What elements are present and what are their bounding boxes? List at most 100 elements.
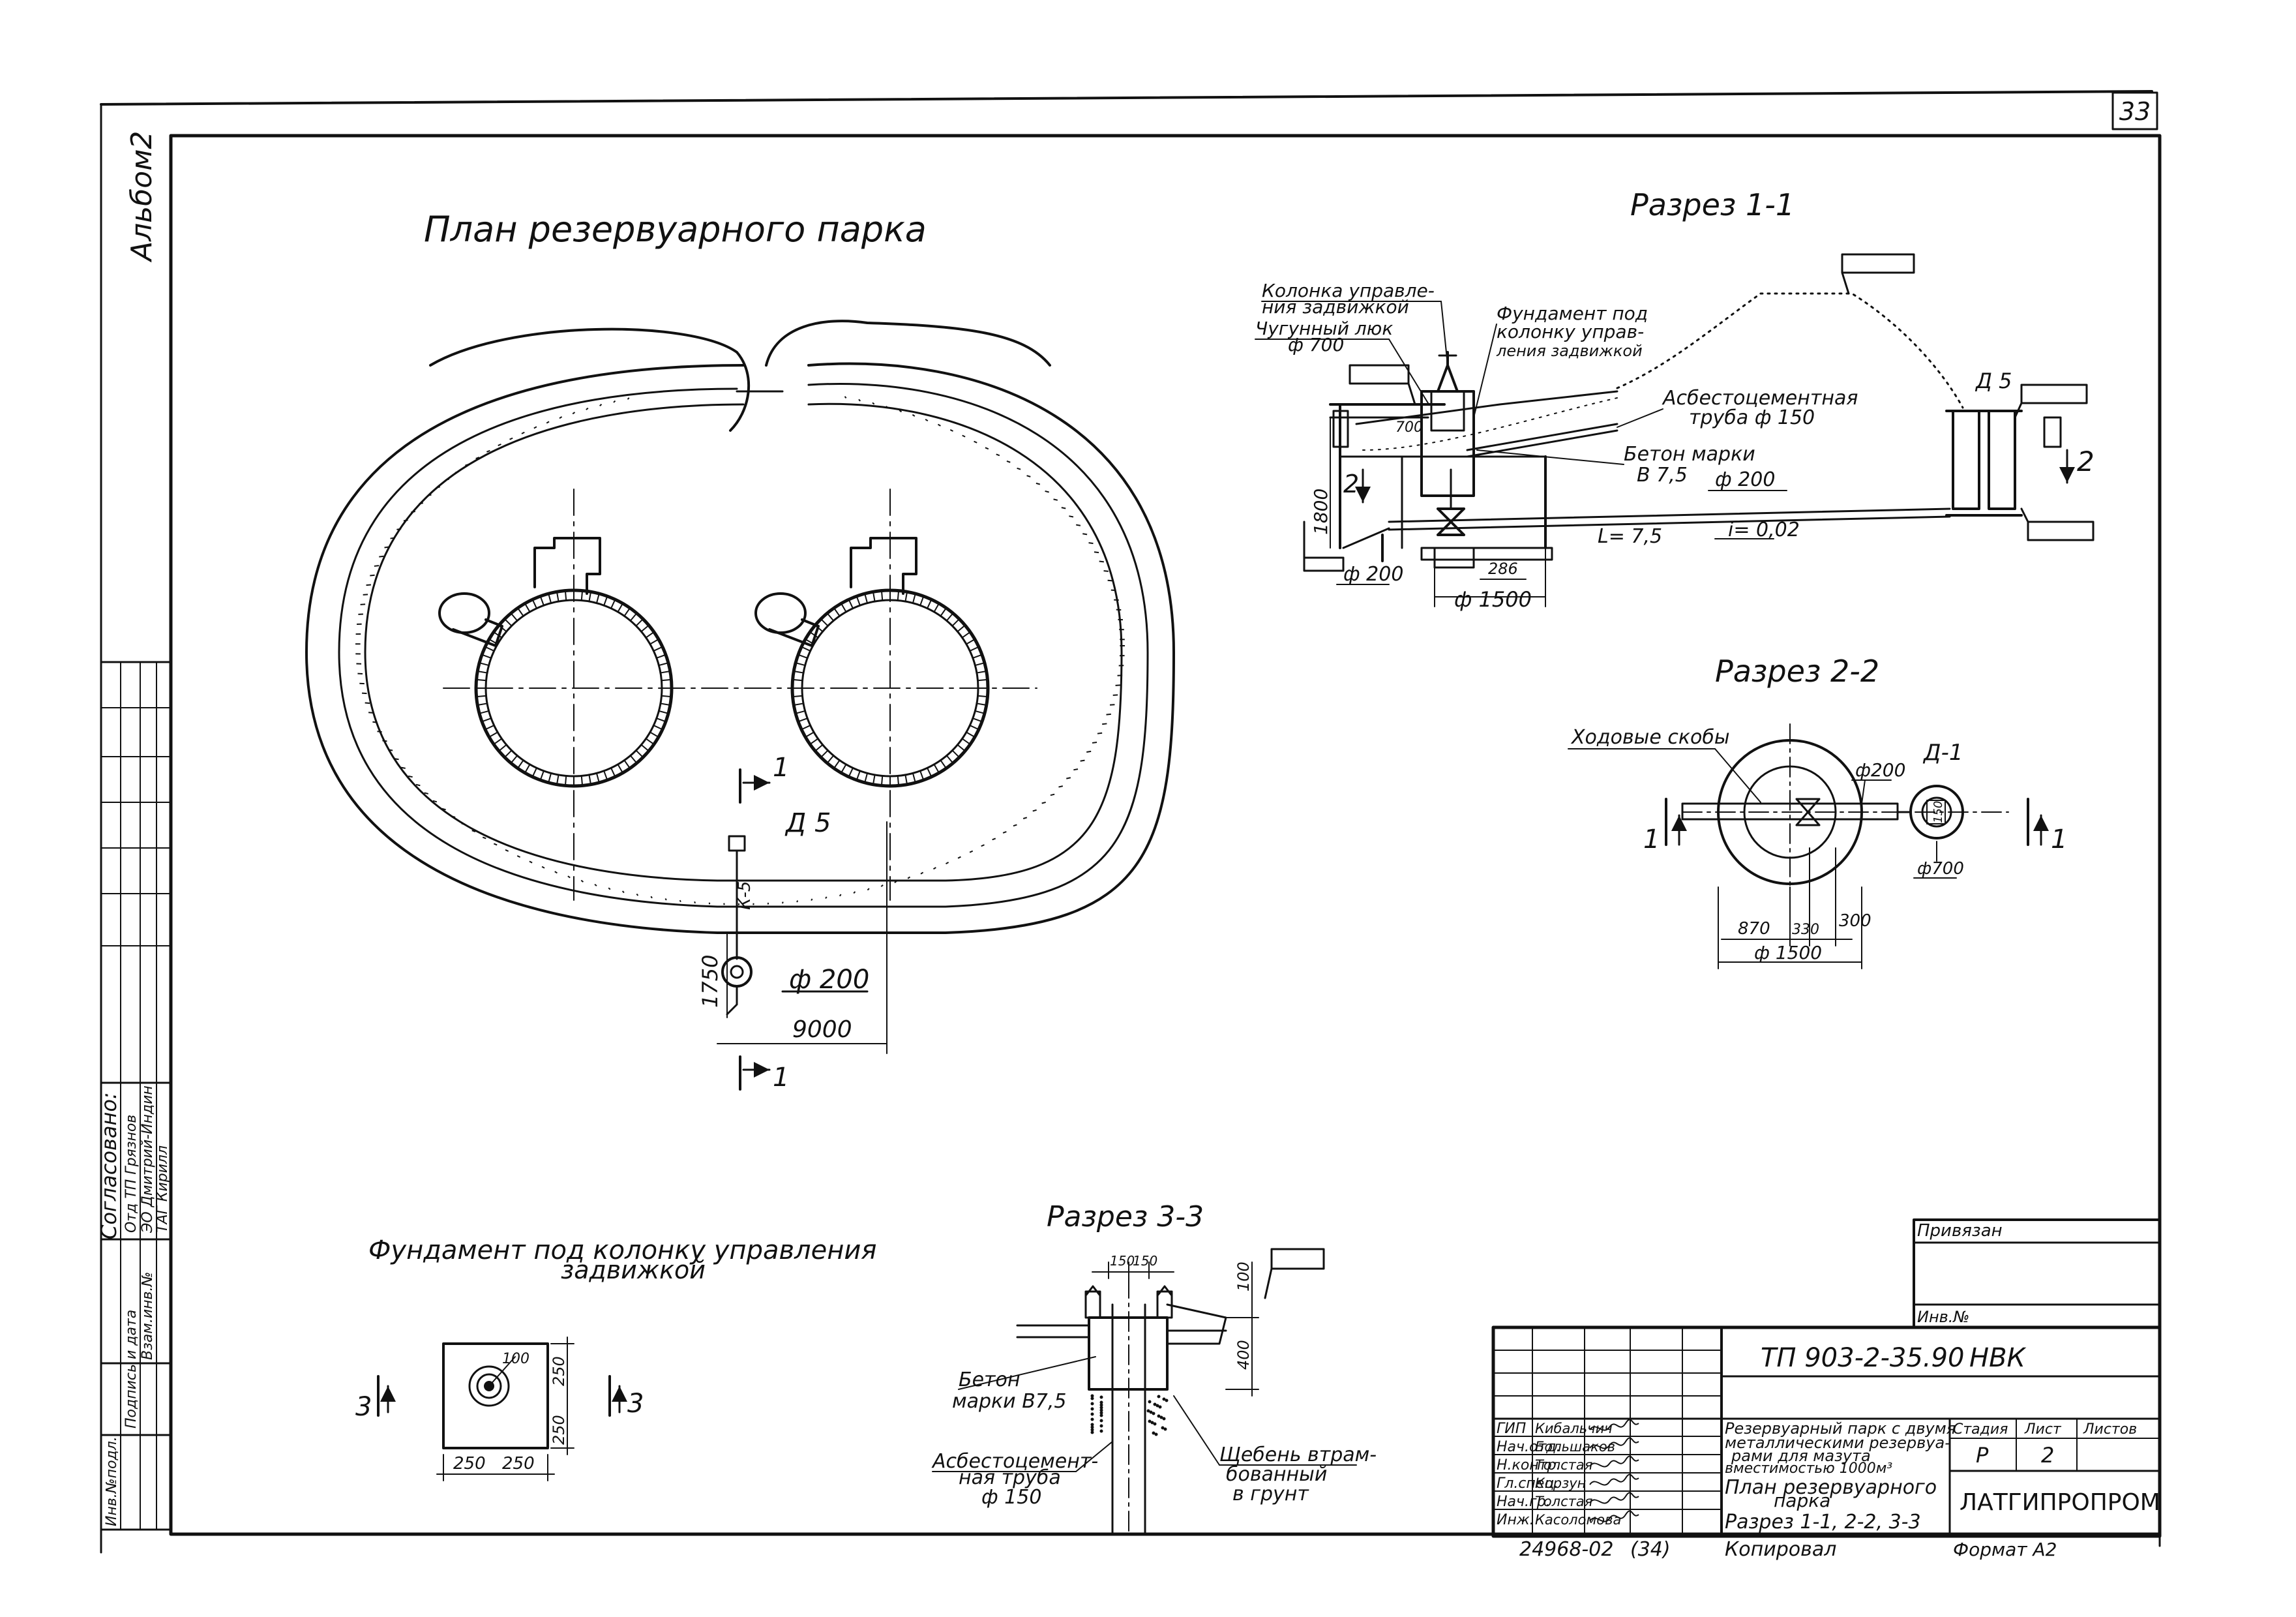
hatch-line xyxy=(610,767,616,778)
hatch-line xyxy=(432,800,438,803)
hatch-line xyxy=(848,767,854,778)
hatch-line xyxy=(599,404,603,406)
hatch-line xyxy=(957,624,966,632)
s11-lbl-found: Фундамент под xyxy=(1497,303,1648,324)
hatch-line xyxy=(556,774,559,785)
gravel-dot xyxy=(1099,1413,1103,1417)
hatch-line xyxy=(937,423,941,427)
s11-lbl-d200a: ф 200 xyxy=(1715,468,1775,491)
hatch-line xyxy=(659,662,669,667)
hatch-line xyxy=(588,592,592,602)
hatch-line xyxy=(805,731,814,738)
hatch-line xyxy=(664,898,667,901)
hatch-line xyxy=(1102,723,1107,725)
gravel-dot xyxy=(1154,1432,1158,1436)
hatch-line xyxy=(661,695,672,698)
hatch-line xyxy=(1032,809,1037,812)
hatch-line xyxy=(524,764,531,774)
s33-lbl-asb3: ф 150 xyxy=(981,1486,1041,1509)
hatch-line xyxy=(951,618,960,627)
hatch-line xyxy=(899,410,902,413)
hatch-line xyxy=(809,738,818,745)
hatch-line xyxy=(886,406,889,409)
gravel-dot xyxy=(1146,1409,1150,1413)
hatch-line xyxy=(897,776,900,786)
s11-lbl-1500: ф 1500 xyxy=(1454,587,1532,612)
album-label: Альбом2 xyxy=(125,131,158,263)
hatch-line xyxy=(957,744,966,752)
hatch-line xyxy=(946,755,954,764)
hatch-line xyxy=(623,760,631,769)
tb-bottom-code: 24968-02 xyxy=(1519,1538,1613,1561)
hatch-line xyxy=(897,590,900,601)
hatch-line xyxy=(554,871,558,874)
plan-well-label: Д 5 xyxy=(784,808,831,838)
hatch-line xyxy=(436,486,441,489)
hatch-line xyxy=(1073,768,1079,771)
agreed-label: Согласовано: xyxy=(97,1092,121,1239)
plan-section-mark-bottom: 1 xyxy=(773,1063,789,1093)
hatch-line xyxy=(504,749,513,758)
hatch-line xyxy=(510,755,518,764)
hatch-line xyxy=(559,416,563,419)
hatch-line xyxy=(946,612,954,622)
hatch-line xyxy=(382,740,387,742)
hatch-line xyxy=(516,855,521,858)
hatch-line xyxy=(510,612,518,622)
hatch-line xyxy=(509,437,513,440)
hatch-line xyxy=(1045,490,1049,493)
hatch-line xyxy=(529,860,533,864)
hatch-line xyxy=(479,710,489,714)
hatch-line xyxy=(1053,498,1058,501)
gravel-dot xyxy=(1148,1419,1152,1423)
s33-lbl-beton2: марки В7,5 xyxy=(952,1390,1067,1413)
gravel-dot xyxy=(1153,1422,1157,1426)
hatch-line xyxy=(794,703,804,706)
hatch-line xyxy=(390,537,395,539)
tb-sheet-title-3: Разрез 1-1, 2-2, 3-3 xyxy=(1725,1511,1921,1534)
hatch-line xyxy=(646,631,655,639)
plan-k-label: К-5 xyxy=(735,881,754,910)
s22-lbl-150: 150 xyxy=(1931,801,1945,823)
tb-copied: Копировал xyxy=(1725,1538,1836,1561)
hatch-line xyxy=(498,444,501,446)
tb-org: ЛАТГИПРОПРОМ xyxy=(1960,1489,2160,1516)
hatch-line xyxy=(919,596,925,606)
s11-lbl-asb2: труба ф 150 xyxy=(1689,406,1815,429)
hatch-line xyxy=(640,624,649,632)
s22-lbl-870: 870 xyxy=(1738,919,1770,939)
gravel-dot xyxy=(1148,1400,1152,1404)
hatch-line xyxy=(564,590,567,601)
tb-privyazan: Привязан xyxy=(1917,1221,2003,1241)
hatch-line xyxy=(411,511,416,513)
tb-desc-4: вместимостью 1000м³ xyxy=(1725,1460,1892,1477)
s22-lbl-330: 330 xyxy=(1792,922,1819,938)
tb-role-2: Н.контр. xyxy=(1497,1457,1560,1473)
hatch-line xyxy=(621,890,625,894)
hatch-line xyxy=(603,596,608,606)
hatch-line xyxy=(795,662,805,667)
gravel-dot xyxy=(1152,1431,1155,1435)
tank-hatching xyxy=(476,590,988,786)
hatch-line xyxy=(408,775,413,778)
plan-title: План резервуарного парка xyxy=(424,209,927,250)
hatch-line xyxy=(856,596,861,606)
s22-lbl-steps: Ходовые скобы xyxy=(1570,726,1730,749)
gravel-dot xyxy=(1158,1405,1162,1409)
hatch-line xyxy=(613,400,616,403)
hatch-line xyxy=(481,718,492,723)
hatch-line xyxy=(572,412,576,415)
hatch-line xyxy=(548,773,552,783)
hatch-line xyxy=(1013,824,1017,827)
tb-sheets-h: Листов xyxy=(2083,1421,2137,1438)
hatch-line xyxy=(975,710,985,714)
hatch-line xyxy=(927,599,932,609)
hatch-line xyxy=(488,731,498,738)
tb-section: НВК xyxy=(1969,1343,2027,1373)
hatch-line xyxy=(796,900,799,903)
hatch-line xyxy=(811,898,813,901)
hatch-line xyxy=(966,639,976,645)
hatch-line xyxy=(833,760,841,769)
tb-stage-h: Стадия xyxy=(1953,1421,2008,1438)
tb-name-5: Касоломова xyxy=(1535,1512,1621,1528)
